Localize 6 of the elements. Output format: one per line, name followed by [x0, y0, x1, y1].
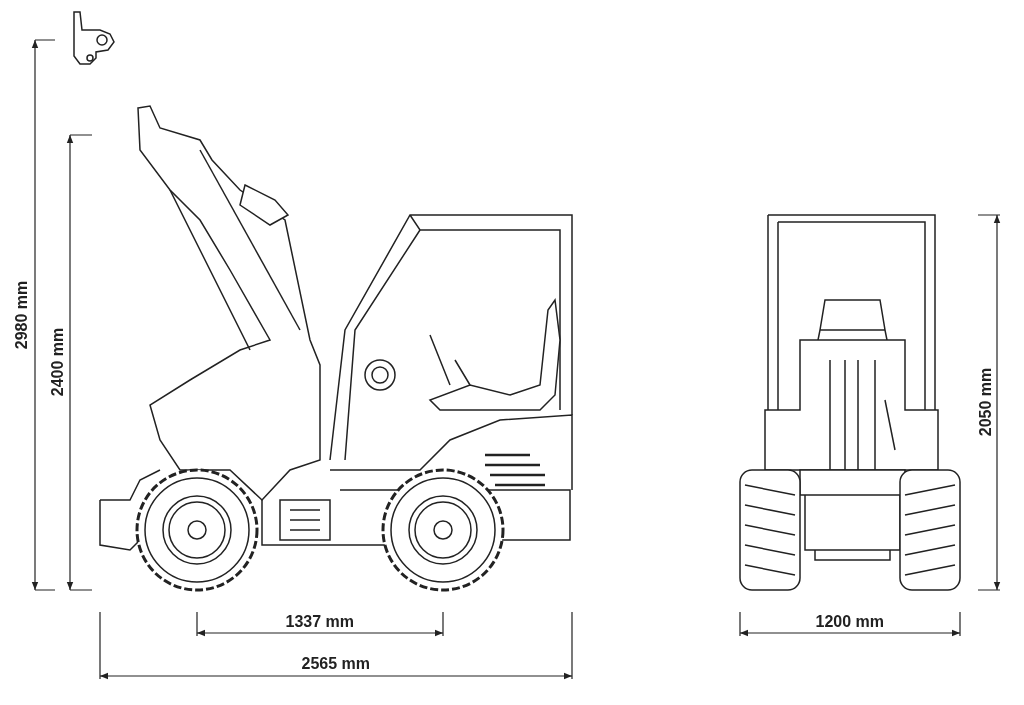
dimension-label: 2980 mm	[12, 280, 31, 350]
dimension-label: 1337 mm	[285, 613, 354, 631]
dimension-label: 1200 mm	[815, 613, 884, 631]
dimension-label: 2400 mm	[48, 327, 67, 397]
dimension-label: 2050 mm	[976, 367, 995, 437]
dimension-label: 2565 mm	[301, 655, 370, 673]
